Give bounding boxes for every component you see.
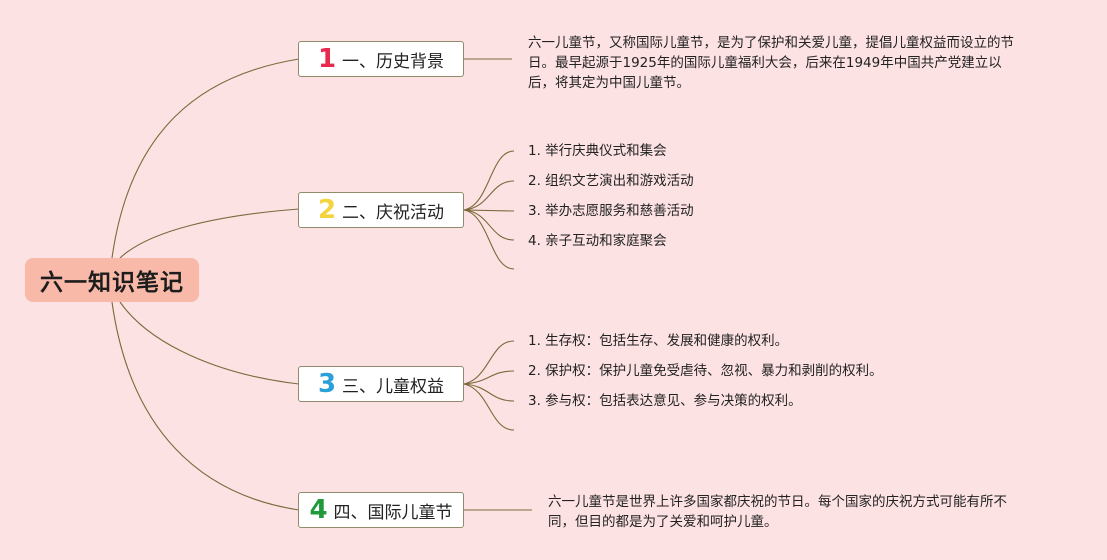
link-branch-3-item-2 [463,370,515,385]
link-branch-3-item-4 [463,383,515,431]
celebration-item-1: 1. 举行庆典仪式和集会 [528,143,667,159]
link-root-branch-4 [111,301,300,511]
link-root-branch-1 [111,58,300,259]
celebration-item-4: 4. 亲子互动和家庭聚会 [528,233,667,249]
celebration-item-2: 2. 组织文艺演出和游戏活动 [528,173,694,189]
link-root-branch-3 [119,301,300,385]
history-note: 六一儿童节，又称国际儿童节，是为了保护和关爱儿童，提倡儿童权益而设立的节日。最早… [528,35,1014,91]
number-badge-3: 3 [317,369,337,399]
branch-history[interactable]: 1 一、历史背景 [298,41,464,77]
branch-international[interactable]: 4 四、国际儿童节 [298,492,464,528]
root-node[interactable]: 六一知识笔记 [25,258,199,302]
rights-item-3: 3. 参与权：包括表达意见、参与决策的权利。 [528,393,802,409]
number-badge-1: 1 [317,44,337,74]
link-branch-2-item-2 [463,180,515,211]
link-branch-3-item-1 [463,340,515,385]
branch-celebration[interactable]: 2 二、庆祝活动 [298,192,464,228]
rights-item-1: 1. 生存权：包括生存、发展和健康的权利。 [528,333,789,349]
link-branch-3-item-3 [463,383,515,402]
international-note: 六一儿童节是世界上许多国家都庆祝的节日。每个国家的庆祝方式可能有所不同，但目的都… [548,494,1007,530]
link-root-branch-2 [119,208,300,259]
branch-celebration-label: 二、庆祝活动 [342,202,445,223]
link-branch-2-item-1 [463,150,515,211]
root-label: 六一知识笔记 [40,270,184,296]
branch-international-label: 四、国际儿童节 [333,502,453,523]
branch-history-label: 一、历史背景 [342,51,445,72]
celebration-item-3: 3. 举办志愿服务和慈善活动 [528,203,694,219]
number-badge-2: 2 [317,195,337,225]
rights-item-2: 2. 保护权：保护儿童免受虐待、忽视、暴力和剥削的权利。 [528,363,883,379]
branch-rights-label: 三、儿童权益 [342,376,445,397]
link-branch-2-item-5 [463,209,515,270]
link-branch-2-item-3 [463,209,515,212]
link-branch-2-item-4 [463,209,515,241]
branch-rights[interactable]: 3 三、儿童权益 [298,366,464,402]
number-badge-4: 4 [309,495,328,525]
